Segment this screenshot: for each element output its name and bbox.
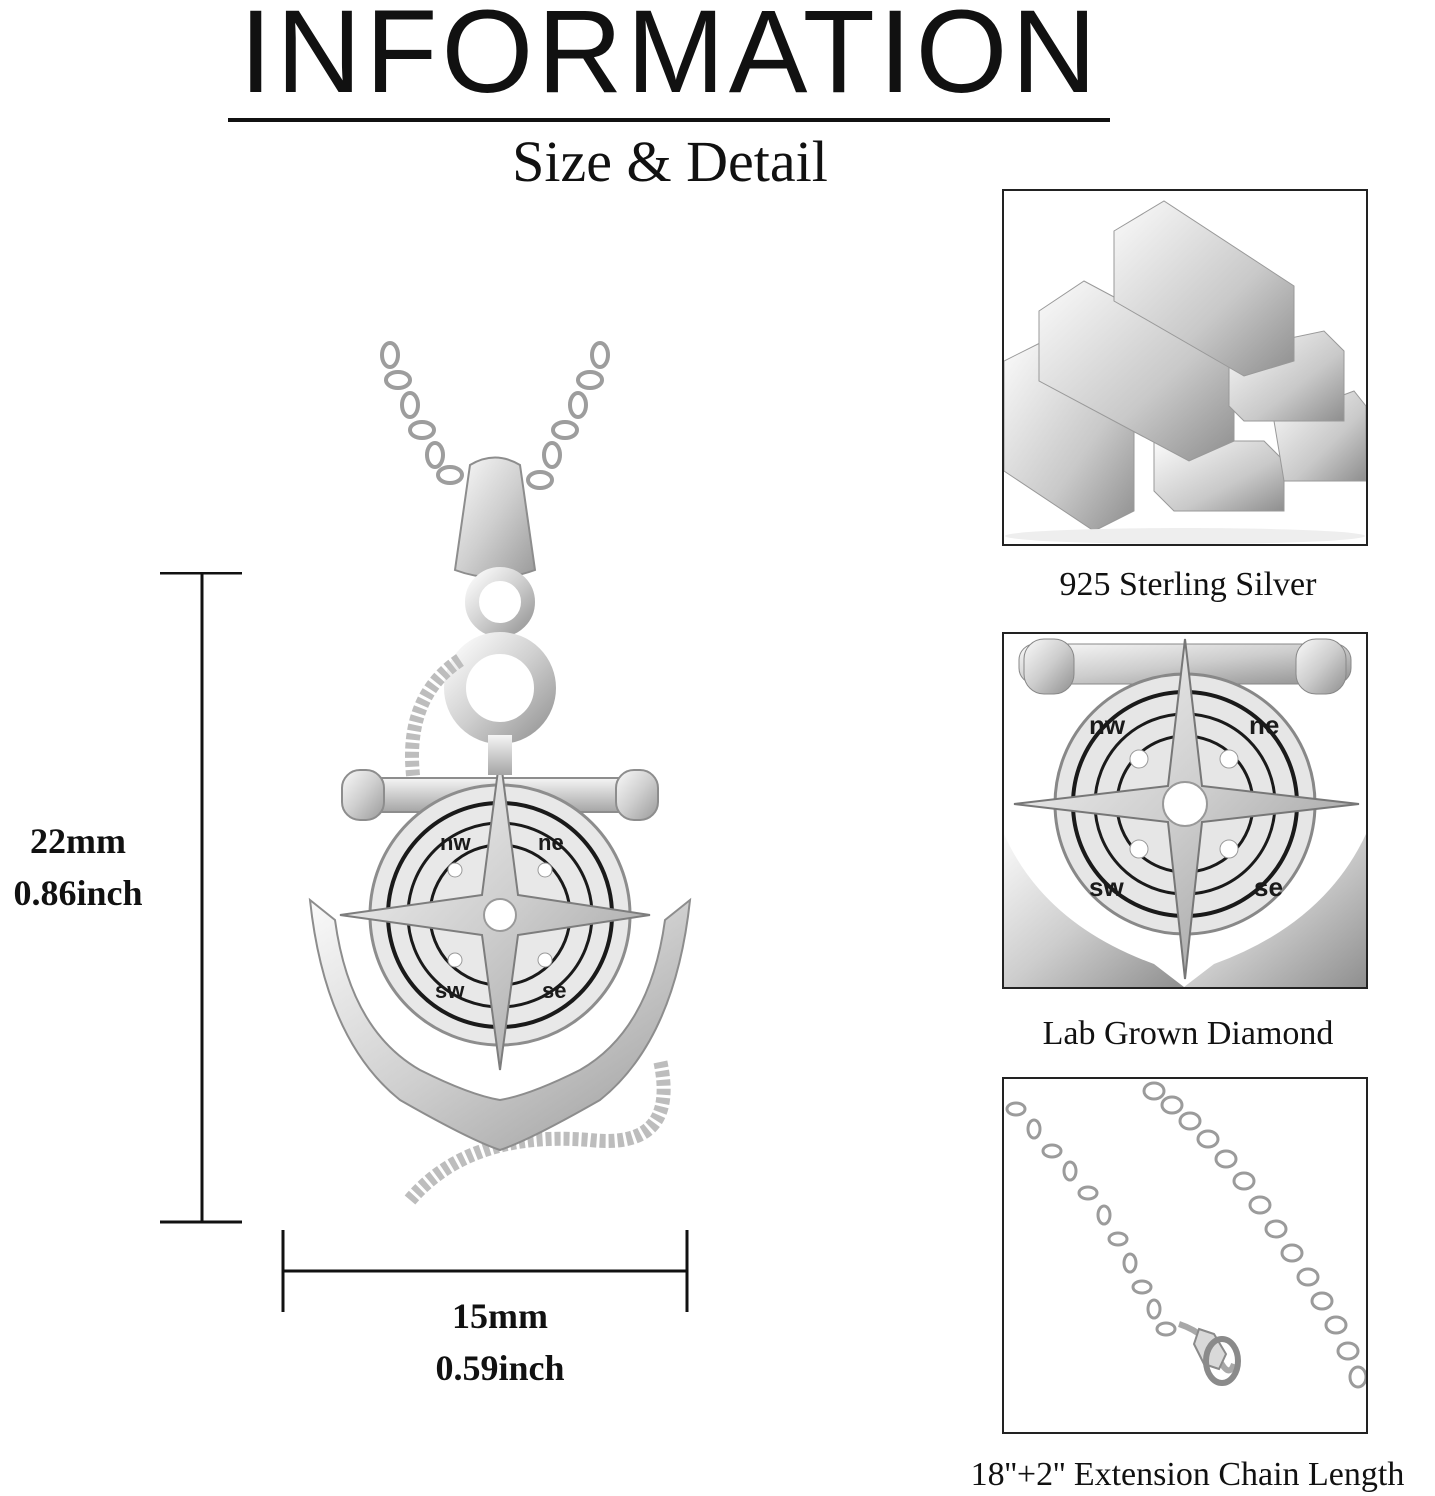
compass-sw-text: sw [435,978,465,1003]
width-dimension-bracket [281,1230,689,1312]
compass-se-text: se [542,978,566,1003]
height-label: 22mm 0.86inch [0,815,156,919]
width-label: 15mm 0.59inch [380,1290,620,1394]
height-dimension-bracket [160,572,242,1224]
detail-caption-silver: 925 Sterling Silver [1059,566,1317,603]
compass-closeup-icon: nw ne sw se [1004,638,1366,987]
width-mm: 15mm [452,1296,548,1336]
detail-panel-chain [1002,1077,1368,1434]
height-inch: 0.86inch [13,873,143,913]
title-divider [228,118,1110,122]
detail-panel-diamond: nw ne sw se [1002,632,1368,989]
page-subtitle: Size & Detail [512,129,828,194]
width-inch: 0.59inch [435,1348,565,1388]
closeup-nw-text: nw [1089,710,1126,740]
chain-clasp-icon [1005,1081,1366,1389]
closeup-sw-text: sw [1089,872,1124,902]
closeup-ne-text: ne [1249,710,1279,740]
height-mm: 22mm [30,821,126,861]
page-title: INFORMATION [239,0,1101,118]
compass-ne-text: ne [538,830,564,855]
compass-nw-text: nw [440,830,471,855]
closeup-se-text: se [1254,872,1283,902]
anchor-compass-pendant-image: nw ne sw se [290,340,710,1250]
detail-caption-chain: 18''+2'' Extension Chain Length [970,1456,1405,1493]
detail-caption-diamond: Lab Grown Diamond [1042,1015,1334,1052]
detail-panel-silver [1002,189,1368,546]
silver-bars-icon [1004,200,1366,544]
chain-icon [380,341,610,490]
